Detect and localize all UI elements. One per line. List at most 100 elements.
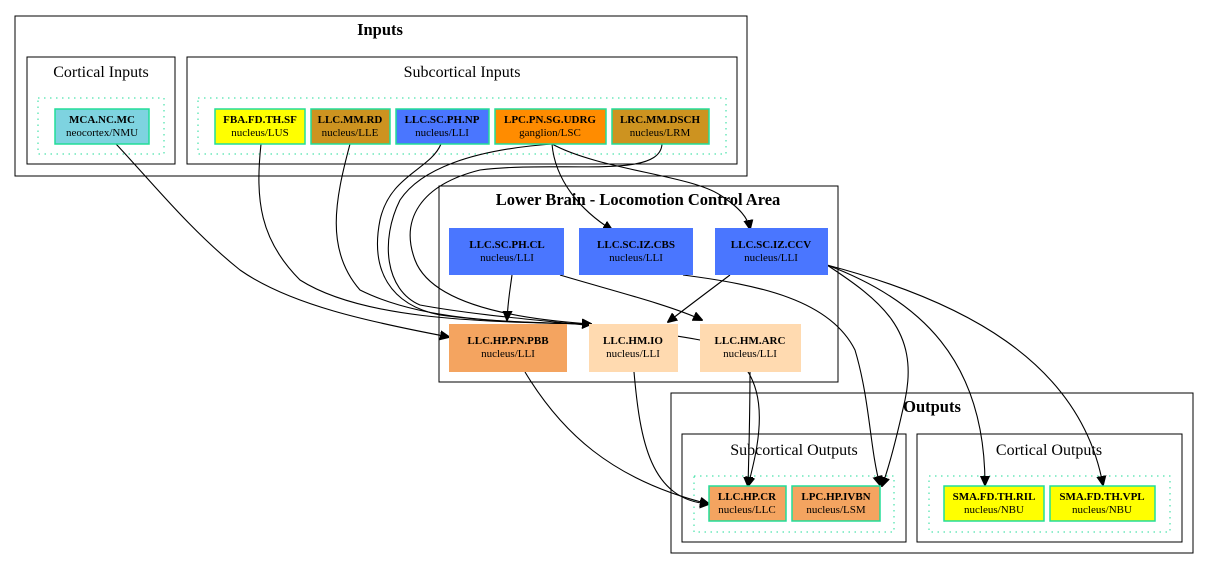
node-lpc-pn-sg-udrg-name: LPC.PN.SG.UDRG	[504, 114, 596, 126]
node-llc-mm-rd: LLC.MM.RD nucleus/LLE	[310, 108, 391, 145]
node-llc-sc-iz-cbs: LLC.SC.IZ.CBS nucleus/LLI	[579, 228, 693, 275]
edge-lpc-pn-sg-udrg-to-llc-hp-cr	[387, 143, 760, 486]
node-llc-hm-io-sub: nucleus/LLI	[606, 348, 660, 360]
cluster-cortical-inputs-frame	[26, 56, 176, 165]
node-llc-sc-iz-cbs-sub: nucleus/LLI	[609, 252, 663, 264]
cluster-inputs-frame	[14, 15, 748, 177]
node-lpc-pn-sg-udrg: LPC.PN.SG.UDRG ganglion/LSC	[494, 108, 607, 145]
edge-llc-sc-ph-np-to-llc-hm-io	[376, 143, 592, 324]
cluster-outputs-frame	[670, 392, 1194, 554]
edge-lpc-pn-sg-udrg-to-llc-sc-iz-cbs	[551, 143, 612, 230]
cortical-inputs-group	[37, 97, 165, 155]
node-sma-fd-th-vpl: SMA.FD.TH.VPL nucleus/NBU	[1049, 485, 1156, 522]
node-mca-nc-mc-name: MCA.NC.MC	[69, 114, 135, 126]
node-lpc-hp-ivbn-sub: nucleus/LSM	[806, 504, 865, 516]
node-llc-mm-rd-sub: nucleus/LLE	[322, 127, 379, 139]
cluster-cortical-inputs-title: Cortical Inputs	[53, 64, 149, 81]
node-llc-mm-rd-name: LLC.MM.RD	[318, 114, 383, 126]
node-lpc-hp-ivbn-box	[791, 485, 881, 522]
cluster-outputs: Outputs Subcortical Outputs Cortical Out…	[670, 392, 1194, 554]
node-llc-sc-iz-cbs-box	[579, 228, 693, 275]
node-lpc-hp-ivbn-name: LPC.HP.IVBN	[801, 491, 870, 503]
node-llc-mm-rd-box	[310, 108, 391, 145]
cluster-inputs-title: Inputs	[357, 20, 403, 39]
node-llc-hm-io-name: LLC.HM.IO	[603, 335, 663, 347]
cluster-subcortical-inputs-title: Subcortical Inputs	[404, 64, 521, 81]
node-sma-fd-th-ril-box	[943, 485, 1045, 522]
node-llc-sc-iz-ccv-name: LLC.SC.IZ.CCV	[731, 239, 811, 251]
cluster-outputs-title: Outputs	[903, 397, 961, 416]
edge-llc-sc-ph-cl-to-llc-hp-pn-pbb	[507, 274, 513, 320]
node-llc-sc-iz-cbs-name: LLC.SC.IZ.CBS	[597, 239, 675, 251]
edge-llc-hm-arc-to-llc-hp-cr	[748, 371, 750, 486]
node-llc-sc-ph-cl: LLC.SC.PH.CL nucleus/LLI	[449, 228, 564, 275]
node-lrc-mm-dsch-name: LRC.MM.DSCH	[620, 114, 700, 126]
node-sma-fd-th-ril-name: SMA.FD.TH.RIL	[953, 491, 1036, 503]
node-llc-sc-ph-np: LLC.SC.PH.NP nucleus/LLI	[395, 108, 490, 145]
cluster-subcortical-inputs-frame	[186, 56, 738, 165]
edge-mca-nc-mc-to-llc-hp-pn-pbb	[115, 143, 449, 337]
node-llc-sc-ph-cl-name: LLC.SC.PH.CL	[469, 239, 545, 251]
node-lrc-mm-dsch: LRC.MM.DSCH nucleus/LRM	[611, 108, 710, 145]
subcortical-outputs-group	[693, 475, 895, 533]
node-lrc-mm-dsch-sub: nucleus/LRM	[630, 127, 691, 139]
node-llc-sc-ph-cl-box	[449, 228, 564, 275]
node-lpc-pn-sg-udrg-box	[494, 108, 607, 145]
node-mca-nc-mc-box	[54, 108, 150, 145]
cluster-subcortical-outputs: Subcortical Outputs	[681, 433, 907, 543]
node-mca-nc-mc: MCA.NC.MC neocortex/NMU	[54, 108, 150, 145]
node-mca-nc-mc-sub: neocortex/NMU	[66, 127, 138, 139]
node-llc-sc-ph-np-box	[395, 108, 490, 145]
node-llc-hp-pn-pbb-sub: nucleus/LLI	[481, 348, 535, 360]
edge-llc-hp-pn-pbb-to-llc-hp-cr	[524, 371, 709, 504]
node-lrc-mm-dsch-box	[611, 108, 710, 145]
edge-llc-sc-iz-ccv-to-sma-fd-th-vpl	[826, 264, 1103, 485]
node-llc-sc-ph-np-name: LLC.SC.PH.NP	[405, 114, 480, 126]
cluster-cortical-outputs-title: Cortical Outputs	[996, 442, 1102, 459]
node-sma-fd-th-vpl-sub: nucleus/NBU	[1072, 504, 1132, 516]
node-llc-sc-iz-ccv-sub: nucleus/LLI	[744, 252, 798, 264]
edge-llc-sc-iz-ccv-to-lpc-hp-ivbn	[826, 264, 909, 486]
cluster-lower-brain: Lower Brain - Locomotion Control Area	[438, 185, 839, 383]
edge-lrc-mm-dsch-to-llc-hm-io	[409, 143, 663, 324]
cluster-cortical-outputs-frame	[916, 433, 1183, 543]
node-llc-hm-arc-name: LLC.HM.ARC	[715, 335, 786, 347]
node-llc-hp-pn-pbb: LLC.HP.PN.PBB nucleus/LLI	[449, 324, 567, 372]
node-llc-hp-cr-sub: nucleus/LLC	[718, 504, 775, 516]
edge-layer	[115, 143, 1103, 504]
cluster-cortical-outputs: Cortical Outputs	[916, 433, 1183, 543]
node-llc-hm-arc-sub: nucleus/LLI	[723, 348, 777, 360]
node-fba-fd-th-sf-sub: nucleus/LUS	[231, 127, 288, 139]
node-fba-fd-th-sf: FBA.FD.TH.SF nucleus/LUS	[214, 108, 306, 145]
node-lpc-pn-sg-udrg-sub: ganglion/LSC	[519, 127, 581, 139]
edge-lpc-pn-sg-udrg-to-llc-sc-iz-ccv	[551, 143, 750, 229]
node-llc-sc-ph-cl-sub: nucleus/LLI	[480, 252, 534, 264]
subcortical-inputs-group	[197, 97, 727, 155]
cluster-subcortical-outputs-frame	[681, 433, 907, 543]
node-llc-sc-ph-np-sub: nucleus/LLI	[415, 127, 469, 139]
cluster-subcortical-inputs: Subcortical Inputs	[186, 56, 738, 165]
node-lpc-hp-ivbn: LPC.HP.IVBN nucleus/LSM	[791, 485, 881, 522]
node-fba-fd-th-sf-name: FBA.FD.TH.SF	[223, 114, 297, 126]
cortical-outputs-group	[928, 475, 1171, 533]
node-llc-hp-pn-pbb-name: LLC.HP.PN.PBB	[467, 335, 549, 347]
edge-llc-sc-ph-cl-to-llc-hm-arc	[559, 274, 702, 320]
node-llc-hp-cr: LLC.HP.CR nucleus/LLC	[708, 485, 787, 522]
node-fba-fd-th-sf-box	[214, 108, 306, 145]
edge-llc-sc-iz-ccv-to-llc-hm-io	[668, 274, 731, 322]
edge-fba-fd-th-sf-to-llc-hm-io	[258, 143, 591, 324]
node-llc-hp-cr-name: LLC.HP.CR	[718, 491, 777, 503]
node-llc-hp-cr-box	[708, 485, 787, 522]
edge-llc-hm-io-to-llc-hp-cr	[633, 371, 709, 504]
node-llc-hm-io: LLC.HM.IO nucleus/LLI	[589, 324, 678, 372]
cluster-inputs: Inputs Cortical Inputs Subcortical Input…	[14, 15, 748, 177]
node-llc-sc-iz-ccv: LLC.SC.IZ.CCV nucleus/LLI	[715, 228, 828, 275]
edge-llc-sc-iz-ccv-to-sma-fd-th-ril	[826, 264, 985, 485]
node-sma-fd-th-ril: SMA.FD.TH.RIL nucleus/NBU	[943, 485, 1045, 522]
node-sma-fd-th-vpl-name: SMA.FD.TH.VPL	[1059, 491, 1144, 503]
node-llc-hm-arc-box	[700, 324, 801, 372]
node-llc-hm-io-box	[589, 324, 678, 372]
node-llc-hp-pn-pbb-box	[449, 324, 567, 372]
node-sma-fd-th-ril-sub: nucleus/NBU	[964, 504, 1024, 516]
